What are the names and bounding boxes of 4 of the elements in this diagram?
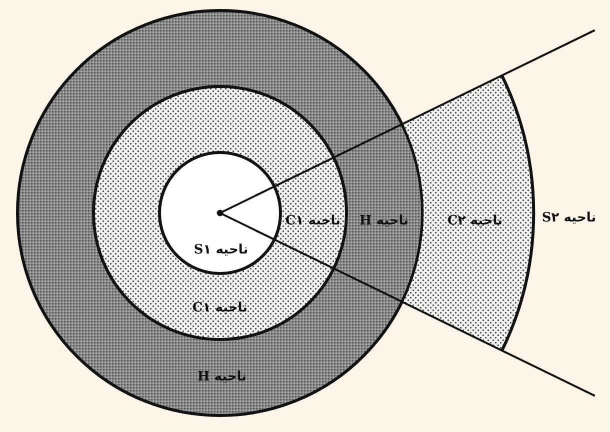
region-label: ناحیه S۲: [542, 210, 596, 226]
region-label: ناحیه H: [197, 370, 247, 384]
region-label: ناحیه H: [359, 214, 409, 228]
region-label: ناحیه S۱: [194, 242, 248, 258]
